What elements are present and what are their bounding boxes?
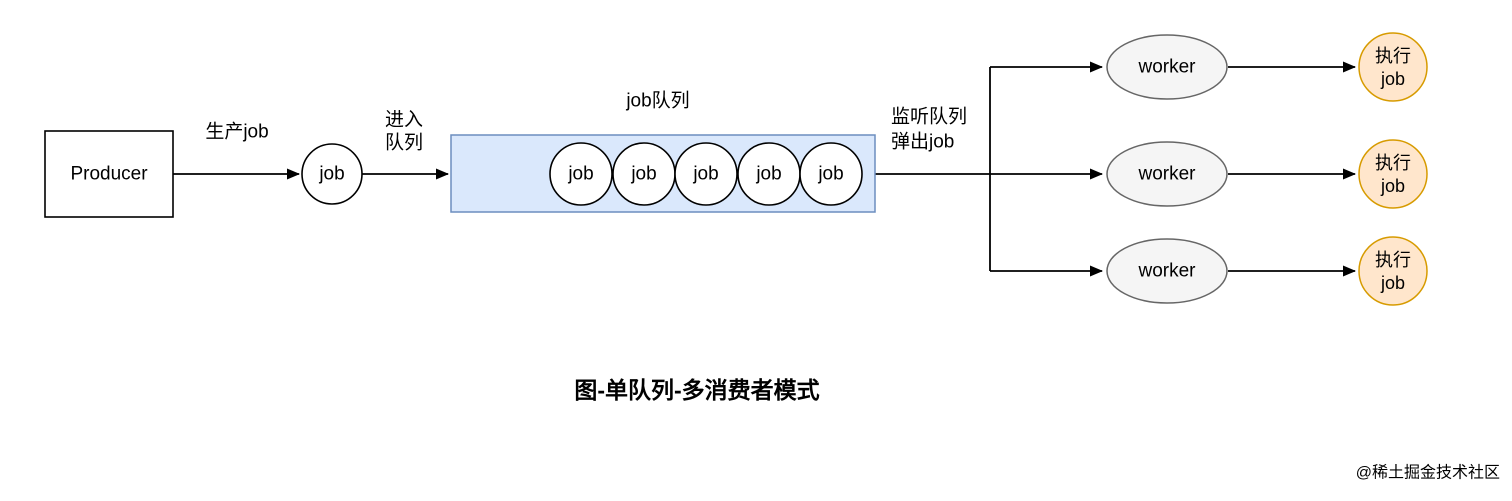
execute-job-node bbox=[1358, 236, 1428, 306]
execute-job-label-line1: 执行 bbox=[1375, 250, 1411, 270]
job-node bbox=[301, 143, 363, 205]
queue-title: job队列 bbox=[625, 90, 689, 112]
produce-arrow-label: 生产job bbox=[205, 121, 268, 143]
worker-label: worker bbox=[1137, 164, 1196, 185]
execute-job-label-line2: job bbox=[1380, 273, 1405, 293]
queue-job-label: job bbox=[755, 164, 781, 185]
watermark: @稀土掘金技术社区 bbox=[1356, 464, 1500, 482]
execute-job-label-line2: job bbox=[1380, 69, 1405, 89]
execute-job-label-line1: 执行 bbox=[1375, 46, 1411, 66]
worker-label: worker bbox=[1137, 261, 1196, 282]
producer-box bbox=[44, 130, 174, 218]
execute-job-label-line2: job bbox=[1380, 176, 1405, 196]
queue-job-label: job bbox=[630, 164, 656, 185]
listen-arrow-label-line2: 弹出job bbox=[891, 131, 954, 153]
worker-node bbox=[1106, 34, 1228, 100]
execute-job-node bbox=[1358, 32, 1428, 102]
job-node-label: job bbox=[318, 164, 344, 185]
queue-job-label: job bbox=[692, 164, 718, 185]
diagram-caption: 图-单队列-多消费者模式 bbox=[574, 377, 819, 403]
execute-job-label-line1: 执行 bbox=[1375, 153, 1411, 173]
queue-job-circle bbox=[674, 142, 738, 206]
queue-job-label: job bbox=[817, 164, 843, 185]
queue-job-label: job bbox=[567, 164, 593, 185]
queue-job-circle bbox=[799, 142, 863, 206]
worker-node bbox=[1106, 238, 1228, 304]
producer-label: Producer bbox=[70, 164, 148, 185]
enqueue-arrow-label-line2: 队列 bbox=[385, 132, 423, 154]
enqueue-arrow-label-line1: 进入 bbox=[385, 109, 423, 131]
execute-job-node bbox=[1358, 139, 1428, 209]
listen-arrow-label-line1: 监听队列 bbox=[891, 106, 967, 128]
worker-node bbox=[1106, 141, 1228, 207]
worker-label: worker bbox=[1137, 57, 1196, 78]
queue-job-circle bbox=[549, 142, 613, 206]
